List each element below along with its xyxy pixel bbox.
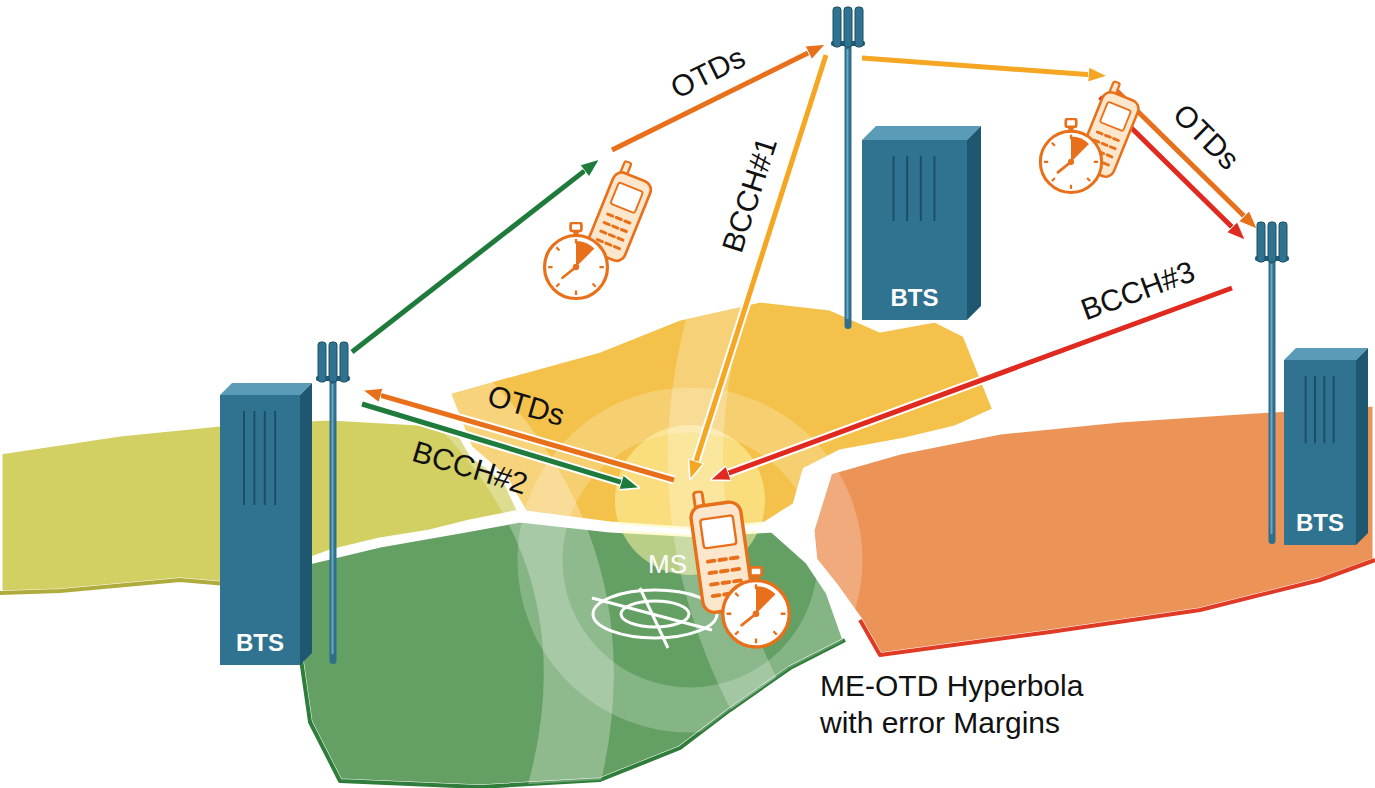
tower-figure [212,340,362,670]
cabinet-top [1284,348,1368,360]
antenna-mast [1255,222,1289,544]
cabinet-slot [1323,376,1325,443]
mast-pole [1269,256,1276,544]
antenna-panel [318,342,326,382]
lmu-unit [545,159,658,298]
connector-halo [694,55,826,467]
cabinet-label: BTS [891,284,939,312]
lmu-stopwatch [545,223,608,299]
position-target [592,588,717,648]
cabinet-slot [893,156,895,221]
target-cross [592,588,712,648]
antenna-panel [1279,222,1287,262]
cabinet-slot [253,411,255,505]
lmu-links [352,50,1248,352]
edge-label-holder: BCCH#1 [715,133,784,256]
signal-arrow [694,55,826,467]
link-halo [862,58,1094,75]
signal-label: BCCH#3 [1077,254,1200,327]
signal-arrow [723,288,1232,475]
mast-highlight [1271,264,1273,534]
cabinet-slot [1333,376,1335,443]
antenna-panel [340,342,348,382]
antenna-panel [329,342,337,382]
cabinet-slot [243,411,245,505]
cabinet-slot [906,156,908,221]
signal-label: OTDs [665,40,750,106]
cabinet-slot [920,156,922,221]
cabinet-front [1284,360,1356,545]
signal-label: BCCH#1 [715,133,784,256]
cabinet-front [220,395,300,665]
connector-halo [723,288,1232,475]
cell-edge [860,560,1375,655]
ms-stopwatch [723,567,790,647]
cabinet-side [1356,348,1368,545]
cabinet-top [220,383,312,395]
bts-cabinet [220,383,312,665]
bts-cabinet [1284,348,1368,545]
label-holder: OTDs [1166,97,1246,177]
link-line [862,58,1094,75]
cell-edges [0,560,1375,787]
lmu-stopwatch [1040,119,1101,193]
cabinet-side [967,126,981,320]
edge-label-holder: BCCH#3 [1077,254,1200,327]
cabinet-label: BTS [1296,509,1344,537]
base-station: BTS [212,340,362,670]
cabinet-top [862,126,981,140]
mast-pole [330,376,337,664]
antenna-panel [844,7,852,47]
cabinet-slot [933,156,935,221]
caption-note: ME-OTD Hyperbola with error Margins [820,668,1120,741]
mast-pole [845,41,852,329]
antenna-panel [855,7,863,47]
cabinet-front [862,140,967,320]
station-label: MS [648,550,687,580]
cabinet-label: BTS [236,629,284,657]
lmu-unit [1040,79,1145,192]
bts-cabinet [862,126,981,320]
label-holder: OTDs [665,40,750,106]
base-station: BTS [826,5,986,335]
cabinet-slot [264,411,266,505]
label-holder: ME-OTD Hyperbola with error Margins [820,668,1120,741]
mobile-station: MS [640,480,805,655]
edge-label-holder: OTDs [484,379,569,434]
edge-label-holder: BCCH#2 [408,434,531,501]
signal-label: OTDs [1166,97,1246,177]
antenna-panel [1268,222,1276,262]
mast-highlight [847,49,849,319]
cabinet-slot [274,411,276,505]
base-station: BTS [1232,220,1372,550]
antenna-mast [831,7,865,329]
signal-label: BCCH#2 [408,434,531,501]
mast-highlight [332,384,334,654]
cabinet-slot [1305,376,1307,443]
tower-figure [1232,220,1372,550]
cabinet-side [300,383,312,665]
antenna-mast [316,342,350,664]
cabinet-slot [1314,376,1316,443]
signal-label: OTDs [484,379,569,434]
hyperbola-bands [380,300,840,788]
antenna-panel [833,7,841,47]
antenna-panel [1257,222,1265,262]
